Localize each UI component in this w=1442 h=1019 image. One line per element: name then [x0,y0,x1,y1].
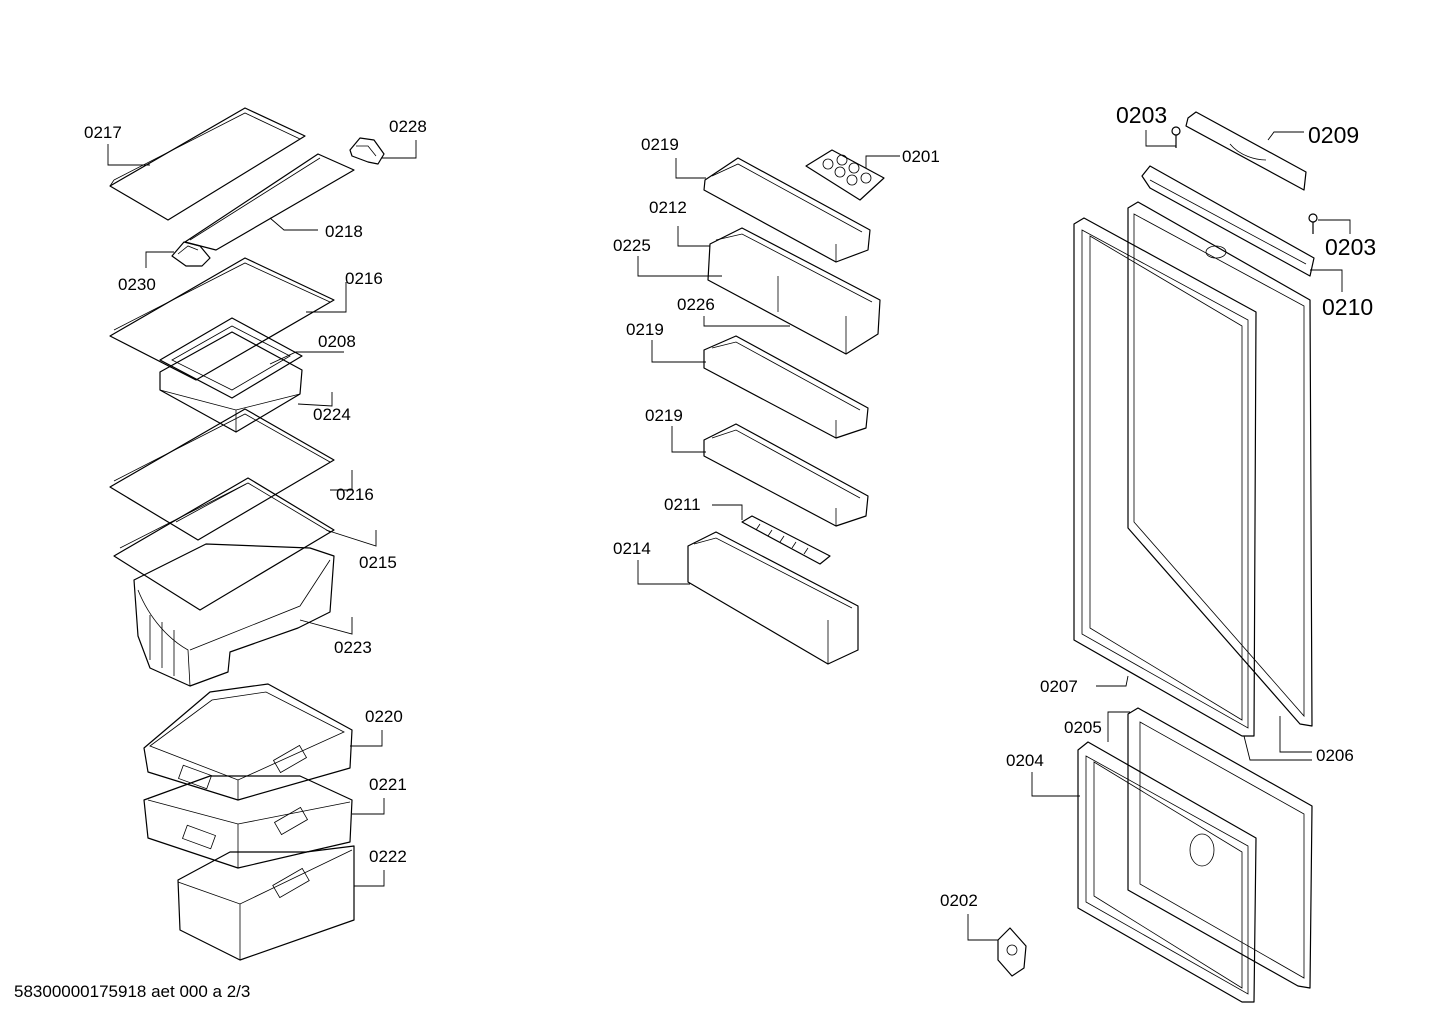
label-0216-lower: 0216 [336,485,374,504]
part-0219-door-shelf-top [703,157,871,263]
label-0204: 0204 [1006,751,1044,770]
part-0215-cover [113,477,335,611]
label-0207: 0207 [1040,677,1078,696]
part-0219-door-shelf-low [703,423,869,527]
part-0222-drawer [177,845,355,961]
label-0220: 0220 [365,707,403,726]
part-0228-clip [349,137,385,165]
part-0204-lower-gasket [1077,741,1257,1003]
label-0208: 0208 [318,332,356,351]
label-0206: 0206 [1316,746,1354,765]
part-0210-hinge-bracket [1141,165,1315,277]
part-0208-tray-frame [159,317,303,399]
part-0217-shelf [109,107,306,221]
part-0205-lower-door [1127,707,1313,989]
label-0219-low: 0219 [645,406,683,425]
part-0219-door-shelf-mid [703,335,869,439]
label-0210: 0210 [1322,294,1373,320]
label-0219-mid: 0219 [626,320,664,339]
part-0223-crisper-drawer [133,543,335,687]
label-0212: 0212 [649,198,687,217]
part-0214-bottle-shelf [687,531,859,665]
label-0217: 0217 [84,123,122,142]
part-0202-cover [997,927,1027,977]
label-0225: 0225 [613,236,651,255]
label-0202: 0202 [940,891,978,910]
label-0209: 0209 [1308,122,1359,148]
label-0218: 0218 [325,222,363,241]
label-0215: 0215 [359,553,397,572]
label-0224: 0224 [313,405,351,424]
label-0221: 0221 [369,775,407,794]
label-0205: 0205 [1064,718,1102,737]
label-0211: 0211 [664,495,701,514]
part-0203-screw-b [1308,213,1318,234]
part-0211-divider [741,515,831,565]
label-0222: 0222 [369,847,407,866]
label-0230: 0230 [118,275,156,294]
part-0203-screw-a [1171,126,1181,148]
part-0201-egg-tray [805,149,885,201]
part-labels: 0217 0228 0218 0230 0216 0208 0224 0216 … [84,102,1376,910]
part-0209-hinge-cover [1185,111,1307,191]
label-0219-top: 0219 [641,135,679,154]
label-0201: 0201 [902,147,940,166]
document-footer-id: 58300000175918 aet 000 a 2/3 [14,982,251,1001]
part-0212-door-rack [707,227,881,355]
part-0216-shelf-upper [109,257,335,381]
label-0216-upper: 0216 [345,269,383,288]
label-0214: 0214 [613,539,651,558]
part-0206-upper-door [1127,201,1313,727]
label-0226: 0226 [677,295,715,314]
part-0207-upper-gasket [1073,217,1257,737]
label-0203-right: 0203 [1325,234,1376,260]
part-0216-shelf-lower [109,408,335,541]
part-0230-clip [171,241,211,267]
label-0228: 0228 [389,117,427,136]
label-0223: 0223 [334,638,372,657]
part-0220-drawer [143,683,353,801]
part-0218-strip [184,153,355,251]
label-0203-top: 0203 [1116,102,1167,128]
part-0221-drawer [143,775,353,869]
leader-lines [107,130,1351,941]
